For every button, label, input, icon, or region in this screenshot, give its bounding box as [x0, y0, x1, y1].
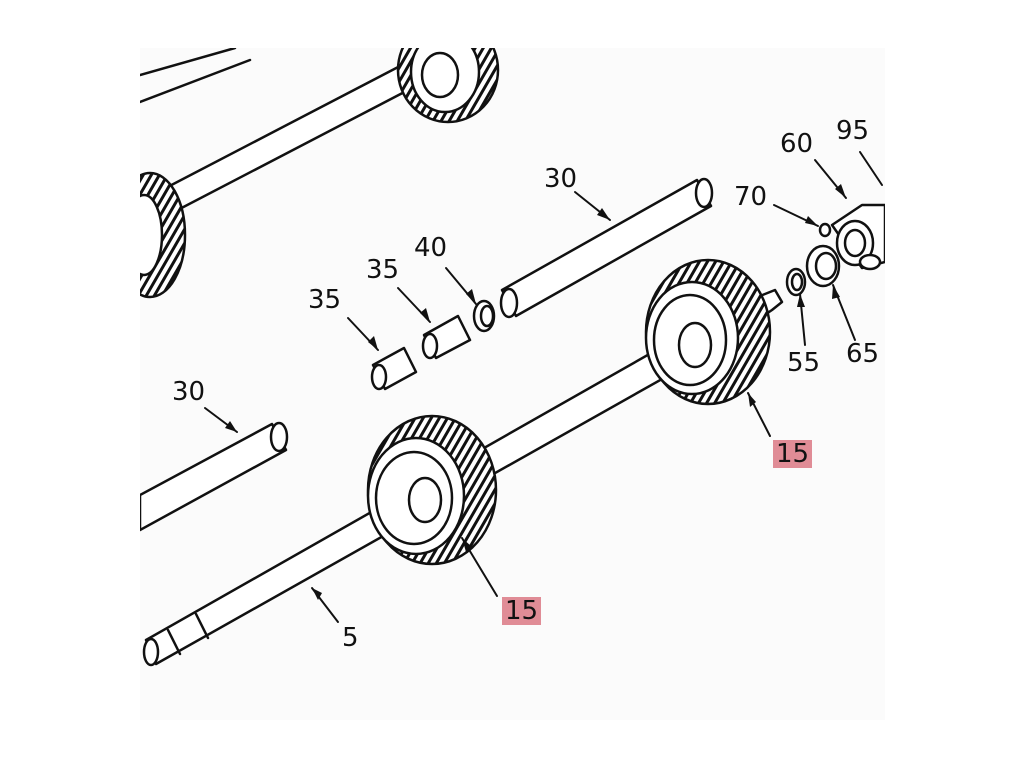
- callout-40: 40: [414, 233, 448, 263]
- ring-40: [472, 299, 496, 333]
- bearing-65: [805, 244, 841, 288]
- callout-30-right: 30: [544, 164, 578, 194]
- callout-5: 5: [342, 623, 359, 653]
- callout-15-right: 15: [773, 440, 813, 468]
- gear-15-left: [366, 414, 498, 566]
- pin-70: [818, 222, 832, 238]
- shaft-30-right: [499, 177, 714, 319]
- leader-arrowheads: [225, 184, 846, 600]
- gear-15-right: [644, 258, 772, 406]
- callout-35-a: 35: [308, 285, 342, 315]
- callout-30-left: 30: [172, 377, 206, 407]
- ring-55: [785, 267, 807, 297]
- shaft-30-left: [140, 421, 289, 532]
- callout-15-left: 15: [502, 597, 542, 625]
- bushing-35-a: [370, 346, 418, 391]
- callout-95: 95: [836, 116, 870, 146]
- callout-65: 65: [846, 339, 880, 369]
- callout-60: 60: [780, 129, 814, 159]
- callout-55: 55: [787, 348, 821, 378]
- bracket-60: [830, 203, 885, 271]
- callout-70: 70: [734, 182, 768, 212]
- bushing-35-b: [421, 314, 472, 360]
- upper-shaft-assembly: [140, 48, 500, 299]
- callout-35-b: 35: [366, 255, 400, 285]
